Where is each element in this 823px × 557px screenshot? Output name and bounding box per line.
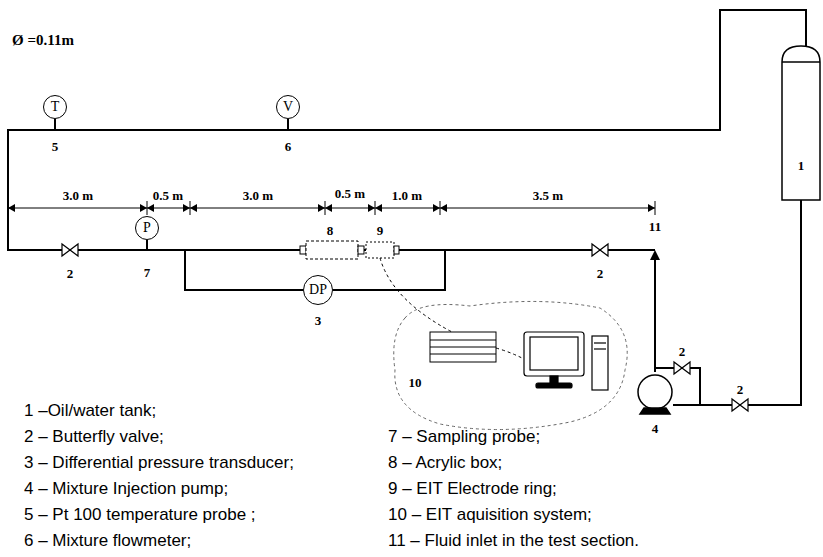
computer-part <box>550 376 558 383</box>
computer-part <box>592 336 608 390</box>
dimension-arrowheads-part <box>147 204 154 212</box>
dimension: 0.5 m <box>152 189 184 202</box>
legend-text: 4 – Mixture Injection pump; <box>24 480 228 497</box>
dimension-arrowheads-part <box>375 204 382 212</box>
legend-text: 10 – EIT aquisition system; <box>388 506 592 523</box>
butterfly-valves-part <box>592 244 608 256</box>
dimension-arrowheads-part <box>190 204 197 212</box>
dimension-arrowheads-part <box>140 204 147 212</box>
legend-text: 7 – Sampling probe; <box>388 428 540 445</box>
callout-number: 7 <box>143 266 152 279</box>
instrument-tag: V <box>283 100 293 114</box>
pipe-loop-part <box>654 255 656 372</box>
acquisition-unit-part <box>430 332 496 362</box>
pipe-loop-part <box>146 240 148 250</box>
dimension: 0.5 m <box>334 187 366 200</box>
legend-text: 11 – Fluid inlet in the test section. <box>388 532 639 549</box>
callout-number: 10 <box>408 376 423 389</box>
callout-number: 6 <box>284 140 293 153</box>
pipe-diameter: Ø =0.11m <box>12 33 74 48</box>
computer <box>524 332 608 390</box>
legend-text: 2 – Butterfly valve; <box>24 428 164 445</box>
acrylic-box <box>300 241 364 259</box>
butterfly-valves-part <box>62 244 78 256</box>
callout-number: 8 <box>326 224 335 237</box>
callout-number: 2 <box>66 267 75 280</box>
callout-number: 11 <box>648 220 662 233</box>
eit-electrode-ring <box>366 242 399 258</box>
pipe-loop-part <box>54 119 56 130</box>
callout-number: 2 <box>678 345 687 358</box>
callout-number: 2 <box>736 383 745 396</box>
dimension-arrowheads-part <box>8 204 15 212</box>
dimension-arrowheads-part <box>368 204 375 212</box>
mixture-injection-pump-part <box>638 375 672 409</box>
computer-part <box>524 332 584 376</box>
instrument-circle: P <box>135 216 159 240</box>
legend-text: 5 – Pt 100 temperature probe ; <box>24 506 256 523</box>
butterfly-valves-part <box>674 362 690 374</box>
legend-text: 8 – Acrylic box; <box>388 454 502 471</box>
instrument-tag: P <box>143 221 151 235</box>
legend-text: 3 – Differential pressure transducer; <box>24 454 294 471</box>
dimension-arrowheads-part <box>325 204 332 212</box>
dimension: 3.5 m <box>532 189 564 202</box>
computer-part <box>594 342 606 343</box>
callout-number: 2 <box>596 267 605 280</box>
oil-water-tank-part <box>782 46 820 200</box>
eit-electrode-ring-part <box>366 242 394 258</box>
callout-number: 5 <box>51 140 60 153</box>
legend-text: 1 –Oil/water tank; <box>24 402 156 419</box>
dimension-arrowheads-part <box>433 204 440 212</box>
pipe-loop-part <box>287 119 289 130</box>
instrument-circle: T <box>43 95 67 119</box>
dimension-arrowheads-part <box>440 204 447 212</box>
mixture-injection-pump-part <box>640 408 670 414</box>
computer-part <box>594 348 606 349</box>
computer-part <box>536 383 572 388</box>
oil-water-tank-part <box>782 61 820 63</box>
acquisition-unit-part <box>430 354 496 355</box>
instrument-tag: DP <box>309 283 327 297</box>
legend-text: 6 – Mixture flowmeter; <box>24 532 191 549</box>
dimension-arrowheads-part <box>648 204 655 212</box>
callout-number: 4 <box>651 422 660 435</box>
dimension: 1.0 m <box>391 189 423 202</box>
acrylic-box-part <box>306 241 358 259</box>
callout-number: 3 <box>314 314 323 327</box>
dimension-line <box>8 201 655 215</box>
acquisition-unit-part <box>496 348 522 358</box>
dimension-arrowheads <box>8 204 655 212</box>
acquisition-unit <box>430 332 522 362</box>
dimension-arrowheads-part <box>183 204 190 212</box>
pipe-loop-part <box>8 10 806 250</box>
pipe-loop-part <box>185 250 303 290</box>
oil-water-tank <box>782 46 820 200</box>
instrument-circle: DP <box>303 275 333 305</box>
acrylic-box-part <box>358 246 364 254</box>
pipe-loop <box>8 10 806 405</box>
computer-part <box>530 337 578 370</box>
pipe-loop-part <box>673 200 801 405</box>
butterfly-valves-part <box>732 399 748 411</box>
callout-number: 9 <box>376 224 385 237</box>
acrylic-box-part <box>300 246 306 254</box>
eit-cable <box>380 258 452 332</box>
instrument-tag: T <box>51 100 60 114</box>
dimension-arrowheads-part <box>318 204 325 212</box>
eit-system-region <box>394 301 627 429</box>
dimension: 3.0 m <box>242 189 274 202</box>
legend-text: 9 – EIT Electrode ring; <box>388 480 557 497</box>
butterfly-valves <box>62 244 748 411</box>
acquisition-unit-part <box>430 340 496 341</box>
mixture-injection-pump <box>638 375 672 414</box>
acquisition-unit-part <box>430 347 496 348</box>
instrument-circle: V <box>276 95 300 119</box>
callout-number: 1 <box>797 159 806 172</box>
eit-electrode-ring-part <box>394 246 399 254</box>
dimension: 3.0 m <box>62 189 94 202</box>
